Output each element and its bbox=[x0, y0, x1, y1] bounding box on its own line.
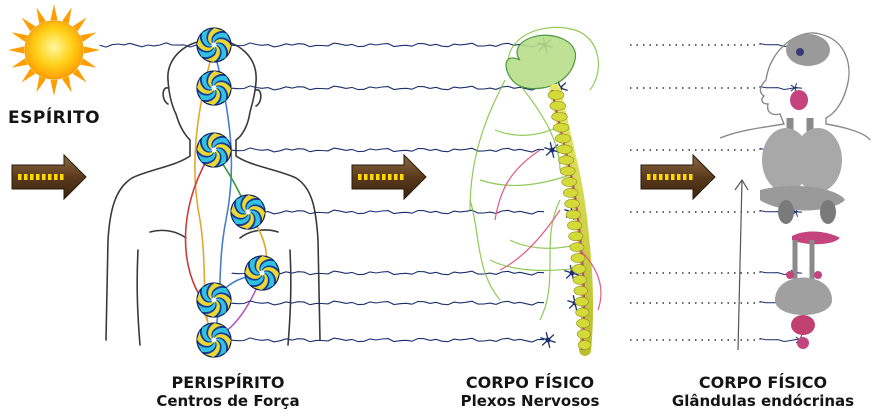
chakra-spiral-icon bbox=[197, 323, 231, 357]
caption-title: PERISPÍRITO bbox=[118, 374, 338, 392]
chakra-spiral-icon bbox=[245, 256, 279, 290]
caption-subtitle: Plexos Nervosos bbox=[420, 392, 640, 410]
nervous-system-figure bbox=[470, 27, 601, 350]
right-arrow-icon bbox=[12, 155, 86, 199]
chakra-spiral-icon bbox=[231, 195, 265, 229]
endocrine-figure bbox=[720, 33, 870, 350]
spirit-label: ESPÍRITO bbox=[8, 108, 100, 128]
caption-title: CORPO FÍSICO bbox=[420, 374, 640, 392]
caption-title: CORPO FÍSICO bbox=[653, 374, 873, 392]
sun-icon bbox=[8, 4, 100, 96]
column-caption-endocrine-glands: CORPO FÍSICO Glândulas endócrinas bbox=[653, 374, 873, 410]
caption-subtitle: Centros de Força bbox=[118, 392, 338, 410]
chakra-spiral-icon bbox=[197, 283, 231, 317]
chakra-spiral-icon bbox=[197, 71, 231, 105]
right-arrow-icon bbox=[352, 155, 426, 199]
chakra-spiral-icon bbox=[197, 28, 231, 62]
right-arrow-icon bbox=[641, 155, 715, 199]
column-caption-nervous-plexus: CORPO FÍSICO Plexos Nervosos bbox=[420, 374, 640, 410]
column-caption-perispirit: PERISPÍRITO Centros de Força bbox=[118, 374, 338, 410]
chakra-spiral-icon bbox=[197, 133, 231, 167]
caption-subtitle: Glândulas endócrinas bbox=[653, 392, 873, 410]
